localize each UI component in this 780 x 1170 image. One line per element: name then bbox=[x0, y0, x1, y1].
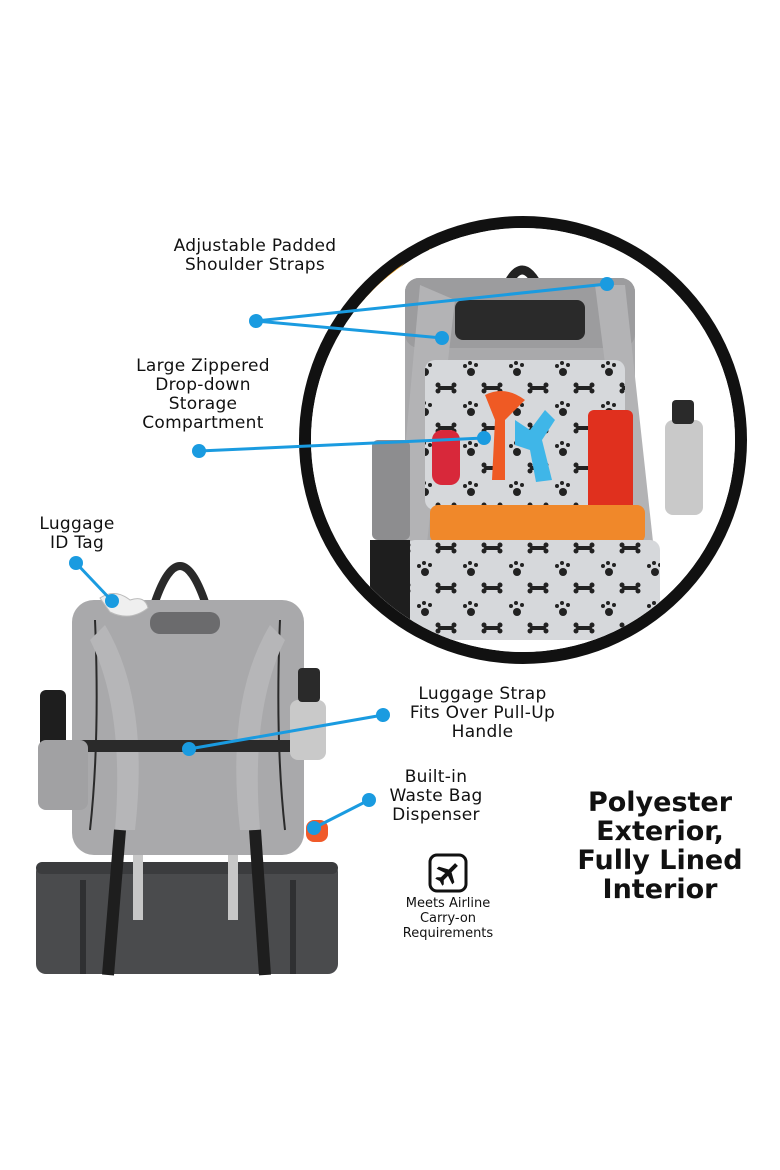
label-line: Exterior, bbox=[596, 816, 724, 847]
backpack-on-suitcase-image bbox=[36, 562, 338, 976]
open-backpack-image bbox=[311, 228, 735, 652]
label-line: Fits Over Pull-Up bbox=[409, 703, 556, 723]
label-line: ID Tag bbox=[49, 533, 105, 553]
label-shoulder-straps: Adjustable Padded Shoulder Straps bbox=[160, 237, 350, 275]
label-line: Fully Lined bbox=[577, 845, 743, 876]
label-luggage-strap: Luggage Strap Fits Over Pull-Up Handle bbox=[395, 685, 570, 742]
label-line: Dispenser bbox=[392, 805, 480, 825]
label-line: Storage bbox=[168, 394, 238, 414]
label-line: Luggage bbox=[39, 514, 115, 534]
label-line: Drop-down bbox=[155, 375, 251, 395]
label-line: Handle bbox=[451, 722, 514, 742]
label-compartment: Large Zippered Drop-down Storage Compart… bbox=[118, 357, 288, 433]
label-waste-bag: Built-in Waste Bag Dispenser bbox=[375, 768, 497, 825]
label-line: Requirements bbox=[402, 926, 494, 941]
label-line: Polyester bbox=[587, 787, 733, 818]
label-line: Luggage Strap bbox=[418, 684, 547, 704]
label-line: Carry-on bbox=[419, 911, 477, 926]
airplane-icon bbox=[428, 853, 468, 893]
label-line: Adjustable Padded bbox=[173, 236, 337, 256]
label-line: Compartment bbox=[142, 413, 264, 433]
label-line: Meets Airline bbox=[405, 896, 491, 911]
callout-lines bbox=[69, 277, 614, 835]
label-line: Large Zippered bbox=[136, 356, 270, 376]
airline-caption: Meets Airline Carry-on Requirements bbox=[380, 896, 516, 941]
label-line: Shoulder Straps bbox=[184, 255, 326, 275]
label-line: Built-in bbox=[404, 767, 468, 787]
label-id-tag: Luggage ID Tag bbox=[22, 515, 132, 553]
material-callout: Polyester Exterior, Fully Lined Interior bbox=[560, 788, 760, 904]
label-line: Waste Bag bbox=[389, 786, 483, 806]
label-line: Interior bbox=[602, 874, 718, 905]
